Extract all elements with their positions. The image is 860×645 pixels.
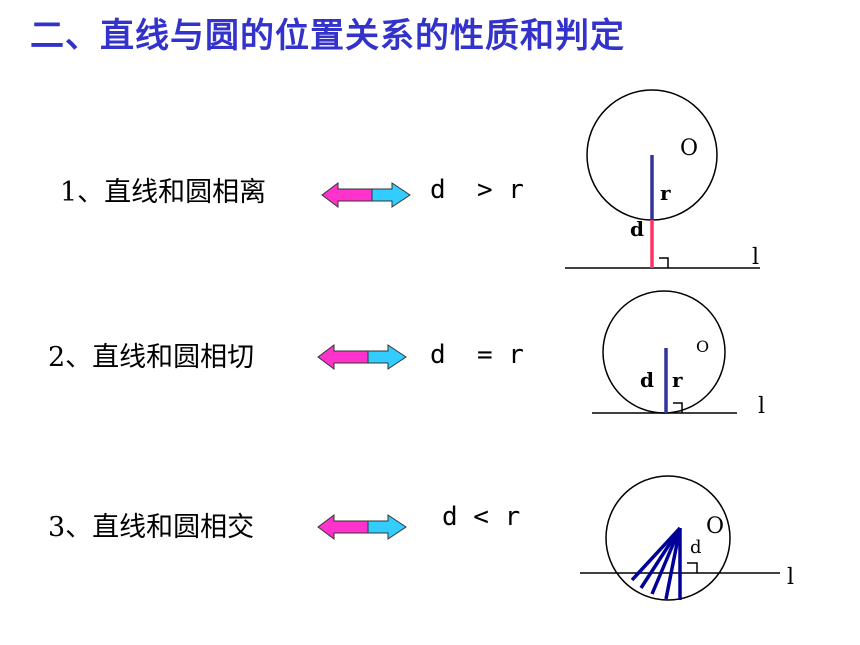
right-angle-mark xyxy=(673,402,683,413)
radius-fan xyxy=(630,526,682,600)
right-angle-mark xyxy=(659,257,669,268)
double-arrow-icon xyxy=(317,344,407,370)
line-label: l xyxy=(758,394,765,419)
row-1-relation: d > r xyxy=(430,175,524,205)
distance-label: d xyxy=(690,537,702,558)
circle xyxy=(605,475,731,601)
row-3-label: 3、直线和圆相交 xyxy=(48,512,255,543)
row-2-relation: d = r xyxy=(430,340,524,370)
center-label: O xyxy=(680,136,698,161)
line-label: l xyxy=(787,565,794,590)
double-arrow-icon xyxy=(321,182,411,208)
diagram-intersect: O d l xyxy=(580,475,794,601)
diagram-tangent: O d r l xyxy=(592,290,765,419)
radius-label: r xyxy=(672,368,683,392)
radius-label: r xyxy=(660,181,671,205)
distance-label: d xyxy=(630,217,644,241)
double-arrow-icon xyxy=(317,514,407,540)
row-2-label: 2、直线和圆相切 xyxy=(48,342,255,373)
row-3-relation: d < r xyxy=(442,502,521,532)
row-1-label: 1、直线和圆相离 xyxy=(60,177,267,208)
distance-label: d xyxy=(640,368,654,392)
line-label: l xyxy=(752,245,759,270)
diagram-separate: O r d l xyxy=(565,89,760,270)
page-title: 二、直线与圆的位置关系的性质和判定 xyxy=(30,16,625,56)
center-label: O xyxy=(706,514,724,539)
right-angle-mark xyxy=(687,562,698,573)
center-label: O xyxy=(696,337,709,356)
